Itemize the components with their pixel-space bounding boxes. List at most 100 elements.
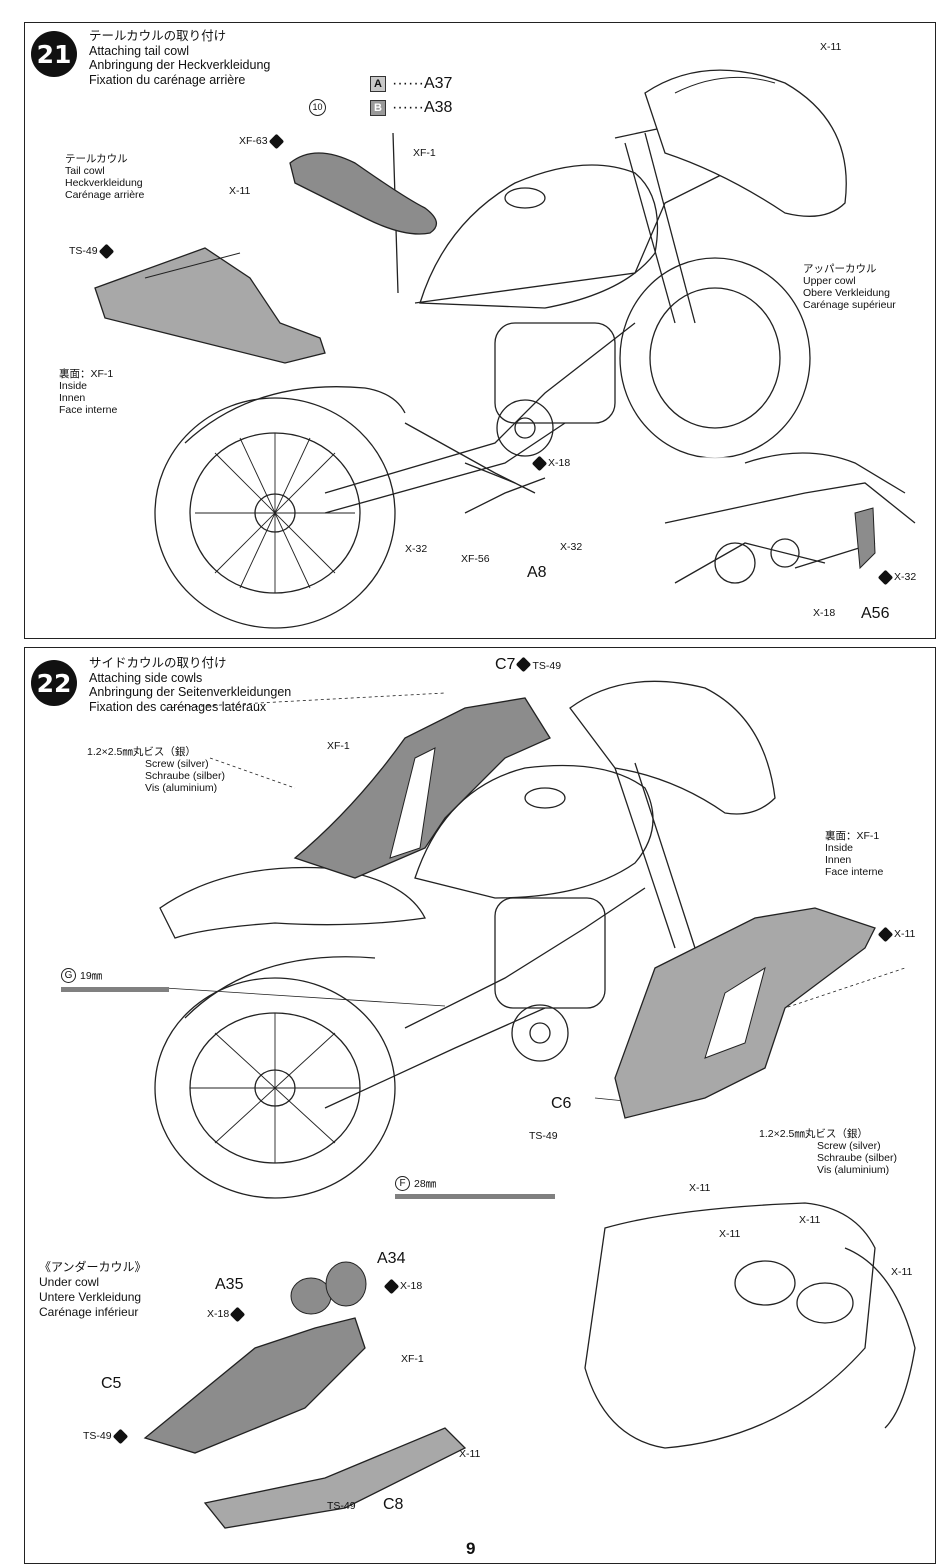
rod-letter: G bbox=[61, 968, 76, 983]
paint-dot-icon bbox=[516, 656, 532, 673]
callout-ts49: TS-49 bbox=[69, 243, 115, 259]
callout-text: XF-1 bbox=[401, 1353, 424, 1365]
callout-x11-right: X-11 bbox=[877, 926, 916, 942]
callout-text: X-11 bbox=[820, 41, 842, 53]
swatch-a-part: A37 bbox=[423, 75, 453, 92]
callout-text: X-32 bbox=[560, 541, 583, 553]
part-a34: A34 bbox=[377, 1250, 405, 1268]
inset-callout-x18: X-18 bbox=[813, 607, 835, 619]
callout-xf1: XF-1 bbox=[327, 740, 350, 752]
label-ja: 《アンダーカウル》 bbox=[39, 1260, 147, 1274]
part-text: A35 bbox=[215, 1276, 244, 1293]
callout-xf1: XF-1 bbox=[413, 147, 436, 159]
step-21-illustration bbox=[94, 69, 931, 634]
label-de: Innen bbox=[825, 854, 852, 866]
title-de: Anbringung der Seitenverkleidungen bbox=[89, 685, 292, 699]
step-number-badge: 22 bbox=[31, 660, 77, 706]
swatch-b: B bbox=[370, 100, 386, 116]
label-fr: Carénage supérieur bbox=[803, 299, 896, 311]
inside-paint-label: 裏面：XF-1 Inside Innen Face interne bbox=[59, 368, 117, 416]
step-22-illustration bbox=[143, 680, 916, 1529]
rod-g bbox=[61, 987, 169, 992]
callout-text: TS-49 bbox=[327, 1500, 356, 1512]
callout-x32-left: X-32 bbox=[405, 543, 427, 555]
label-fr: Face interne bbox=[59, 404, 118, 416]
callout-under-x11: X-11 bbox=[459, 1448, 480, 1460]
rod-letter: F bbox=[395, 1176, 410, 1191]
screw-note-top: 1.2×2.5㎜丸ビス（銀） Screw (silver) Schraube (… bbox=[87, 746, 225, 794]
title-en: Attaching side cowls bbox=[89, 670, 203, 685]
screw-size: 1.2×2.5㎜丸ビス（銀） bbox=[87, 746, 196, 758]
callout-c6-paint: TS-49 bbox=[529, 1130, 558, 1142]
rod-g-label: G 19㎜ bbox=[61, 968, 102, 983]
title-de: Anbringung der Heckverkleidung bbox=[89, 58, 271, 72]
callout-text: TS-49 bbox=[529, 1130, 558, 1142]
label-ja: テールカウル bbox=[65, 153, 128, 165]
step-number-badge: 21 bbox=[31, 31, 77, 77]
callout-under-xf1: XF-1 bbox=[401, 1353, 424, 1365]
label-ja: 裏面：XF-1 bbox=[59, 368, 114, 380]
label-fr: Carénage inférieur bbox=[39, 1305, 139, 1319]
label-en: Under cowl bbox=[39, 1275, 100, 1289]
paint-dot-icon bbox=[112, 1428, 128, 1444]
screw-fr: Vis (aluminium) bbox=[817, 1164, 890, 1176]
inset-callout-x32: X-32 bbox=[877, 569, 916, 585]
title-en: Attaching tail cowl bbox=[89, 43, 190, 58]
part-c8: C8 bbox=[383, 1496, 403, 1514]
callout-x11-left: X-11 bbox=[229, 185, 250, 197]
callout-text: X-18 bbox=[548, 457, 571, 469]
part-a35: A35 bbox=[215, 1276, 243, 1294]
page-number: 9 bbox=[466, 1539, 476, 1558]
color-key-a: A ······ A37 bbox=[370, 75, 452, 93]
rod-length: 28㎜ bbox=[414, 1178, 437, 1190]
paint-dot-icon bbox=[383, 1278, 400, 1294]
label-fr: Face interne bbox=[825, 866, 884, 878]
callout-text: TS-49 bbox=[69, 245, 98, 257]
callout-text: XF-56 bbox=[461, 553, 490, 565]
paint-dot-icon bbox=[229, 1306, 246, 1322]
screw-en: Screw (silver) bbox=[145, 758, 209, 770]
callout-text: XF-1 bbox=[327, 740, 350, 752]
step-21-panel: 21 テールカウルの取り付け Attaching tail cowl Anbri… bbox=[24, 22, 936, 639]
callout-x32-right: X-32 bbox=[560, 541, 582, 553]
callout-text: XF-63 bbox=[239, 135, 268, 147]
screw-en: Screw (silver) bbox=[817, 1140, 881, 1152]
screw-de: Schraube (silber) bbox=[145, 770, 225, 782]
callout-text: X-11 bbox=[891, 1266, 913, 1278]
callout-text: X-11 bbox=[894, 928, 916, 940]
part-c5: C5 bbox=[101, 1375, 121, 1393]
paint-dot-icon bbox=[268, 133, 284, 149]
marker-10: 10 bbox=[309, 99, 326, 116]
inset-callout-x11-c: X-11 bbox=[891, 1266, 912, 1278]
paint-dot-icon bbox=[877, 569, 894, 585]
title-fr: Fixation des carénages latéraux bbox=[89, 699, 267, 714]
callout-x11-top: X-11 bbox=[820, 41, 841, 53]
paint-dot-icon bbox=[98, 243, 114, 259]
label-de: Heckverkleidung bbox=[65, 177, 143, 189]
callout-text: TS-49 bbox=[83, 1430, 112, 1442]
screw-note-right: 1.2×2.5㎜丸ビス（銀） Screw (silver) Schraube (… bbox=[759, 1128, 897, 1176]
label-en: Upper cowl bbox=[803, 275, 856, 287]
screw-size: 1.2×2.5㎜丸ビス（銀） bbox=[759, 1128, 868, 1140]
dotted-leader: ······ bbox=[392, 99, 424, 116]
color-key-b: B ······ A38 bbox=[370, 99, 452, 117]
inset-part-a56: A56 bbox=[861, 605, 889, 623]
marker-text: 10 bbox=[312, 102, 323, 112]
callout-a35-paint: X-18 bbox=[207, 1306, 246, 1322]
step-title: サイドカウルの取り付け Attaching side cowls Anbring… bbox=[89, 656, 291, 714]
callout-text: X-32 bbox=[405, 543, 428, 555]
part-a8: A8 bbox=[527, 564, 547, 582]
callout-c8-paint: TS-49 bbox=[327, 1500, 356, 1512]
callout-text: X-18 bbox=[813, 607, 836, 619]
callout-xf56: XF-56 bbox=[461, 553, 490, 565]
callout-text: X-11 bbox=[799, 1214, 821, 1226]
part-text: C6 bbox=[551, 1095, 572, 1112]
swatch-a: A bbox=[370, 76, 386, 92]
part-text: A8 bbox=[527, 564, 547, 581]
callout-text: X-11 bbox=[229, 185, 251, 197]
paint-dot-icon bbox=[877, 926, 894, 942]
callout-text: X-11 bbox=[689, 1182, 711, 1194]
callout-text: X-11 bbox=[459, 1448, 481, 1460]
label-en: Tail cowl bbox=[65, 165, 105, 177]
